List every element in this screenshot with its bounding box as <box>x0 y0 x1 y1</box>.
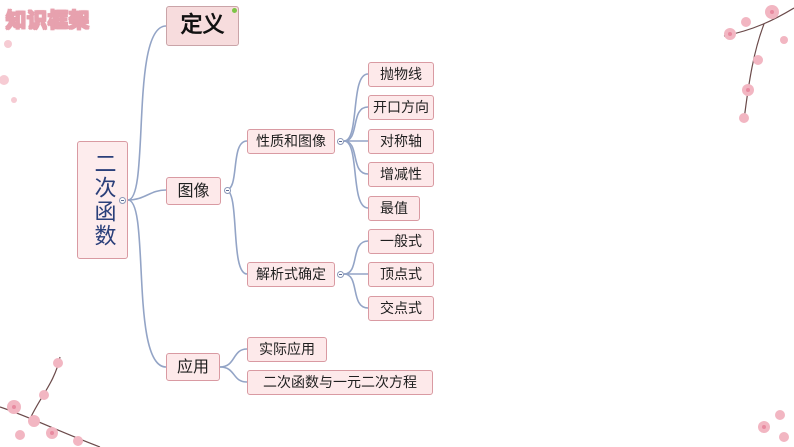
leaf-label: 最值 <box>380 200 408 217</box>
collapse-toggle-icon[interactable] <box>337 271 344 278</box>
leaf-node[interactable]: 最值 <box>368 196 420 221</box>
definition-node[interactable]: 定义 <box>166 6 239 46</box>
leaf-node[interactable]: 顶点式 <box>368 262 434 287</box>
collapse-toggle-icon[interactable] <box>119 197 126 204</box>
leaf-label: 二次函数与一元二次方程 <box>263 374 417 391</box>
leaf-node[interactable]: 一般式 <box>368 229 434 254</box>
leaf-label: 交点式 <box>380 300 422 317</box>
root-node[interactable]: 二次函数 <box>77 141 128 259</box>
leaf-node[interactable]: 交点式 <box>368 296 434 321</box>
collapse-toggle-icon[interactable] <box>337 138 344 145</box>
graph-node[interactable]: 图像 <box>166 177 221 205</box>
leaf-label: 一般式 <box>380 233 422 250</box>
leaf-label: 实际应用 <box>259 341 315 358</box>
leaf-label: 抛物线 <box>380 66 422 83</box>
properties-node[interactable]: 性质和图像 <box>247 129 335 154</box>
cherry-blossom-bottom-left <box>0 356 101 447</box>
expression-node[interactable]: 解析式确定 <box>247 262 335 287</box>
cherry-blossom-bottom-right <box>758 410 789 442</box>
graph-label: 图像 <box>177 181 210 200</box>
leaf-node[interactable]: 抛物线 <box>368 62 434 87</box>
page-title: 知识框架 <box>6 8 90 33</box>
leaf-label: 对称轴 <box>380 133 422 150</box>
collapse-toggle-icon[interactable] <box>224 187 231 194</box>
leaf-node[interactable]: 实际应用 <box>247 337 327 362</box>
leaf-node[interactable]: 对称轴 <box>368 129 434 154</box>
expression-label: 解析式确定 <box>256 266 326 283</box>
leaf-node[interactable]: 开口方向 <box>368 95 434 120</box>
application-node[interactable]: 应用 <box>166 353 220 381</box>
leaf-node[interactable]: 增减性 <box>368 162 434 187</box>
leaf-label: 开口方向 <box>373 99 429 116</box>
cherry-blossom-top-left <box>0 40 17 103</box>
cherry-blossom-top-right <box>723 5 794 123</box>
properties-label: 性质和图像 <box>256 133 326 150</box>
leaf-node[interactable]: 二次函数与一元二次方程 <box>247 370 433 395</box>
application-label: 应用 <box>176 357 209 376</box>
leaf-label: 增减性 <box>380 166 422 183</box>
root-label: 二次函数 <box>90 152 116 248</box>
marker-dot-icon <box>232 8 237 13</box>
leaf-label: 顶点式 <box>380 266 422 283</box>
definition-label: 定义 <box>180 13 225 38</box>
